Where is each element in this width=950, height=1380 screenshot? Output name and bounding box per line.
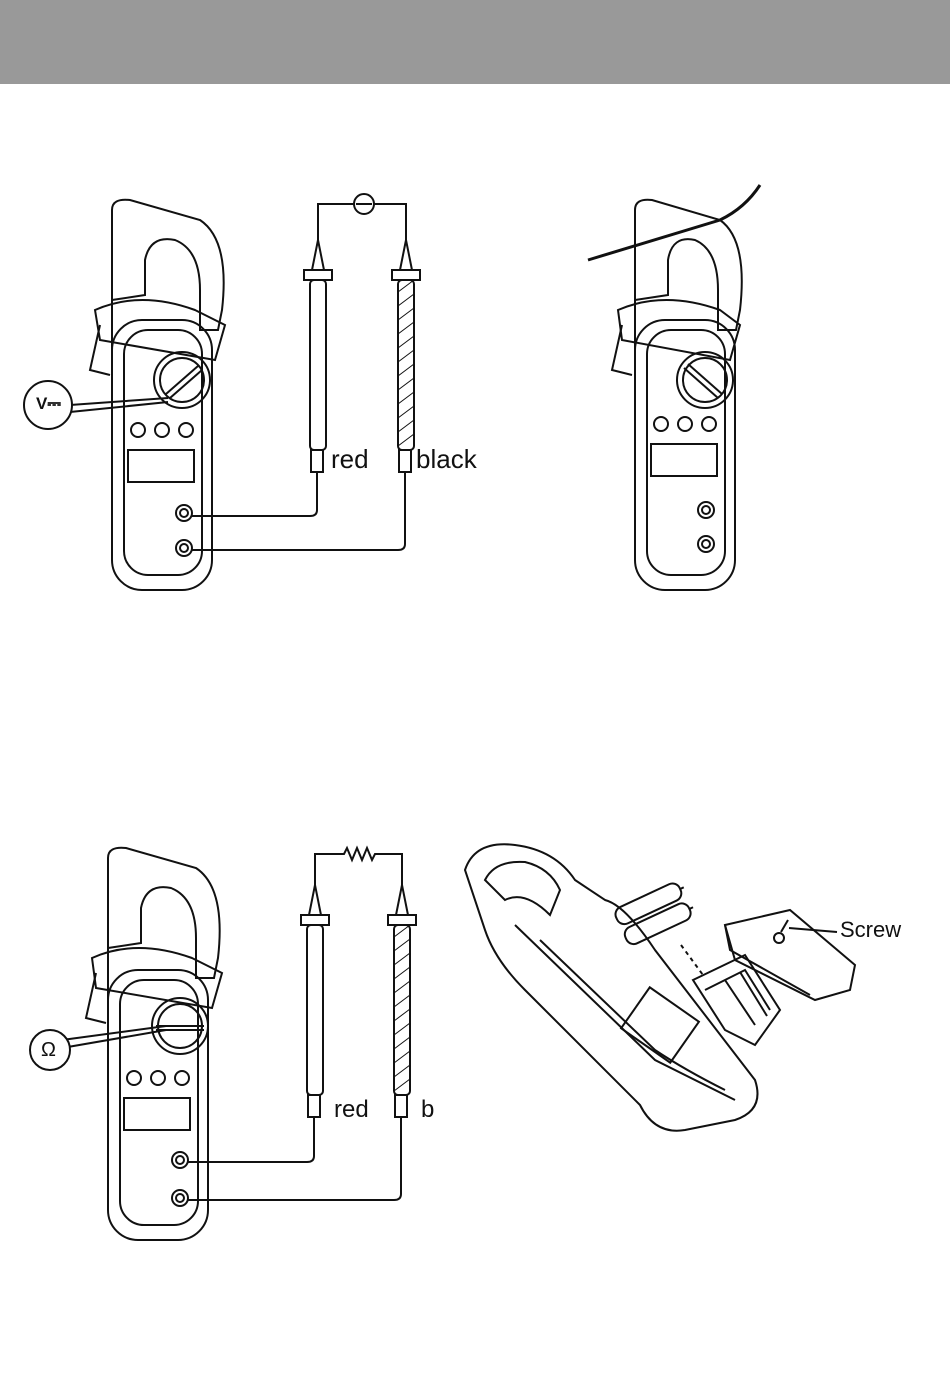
figure-resistance: Ω red b <box>0 830 490 1250</box>
dc-voltage-symbol: V⎓ <box>36 395 61 412</box>
figure-dc-voltage: V⎓ red black <box>0 180 490 610</box>
black-probe-label: b <box>421 1098 434 1122</box>
figure-battery-replacement: Screw <box>455 820 925 1150</box>
ohm-symbol: Ω <box>41 1040 56 1060</box>
battery-replacement-diagram <box>455 820 925 1150</box>
screw-label: Screw <box>840 919 901 941</box>
header-bar <box>0 0 950 84</box>
resistance-diagram <box>0 830 490 1250</box>
dc-voltage-diagram <box>0 180 490 610</box>
ac-current-diagram <box>580 180 780 610</box>
red-probe-label: red <box>334 1098 369 1122</box>
red-probe-label: red <box>331 446 369 472</box>
black-probe-label: black <box>416 446 477 472</box>
figure-ac-current <box>580 180 780 610</box>
